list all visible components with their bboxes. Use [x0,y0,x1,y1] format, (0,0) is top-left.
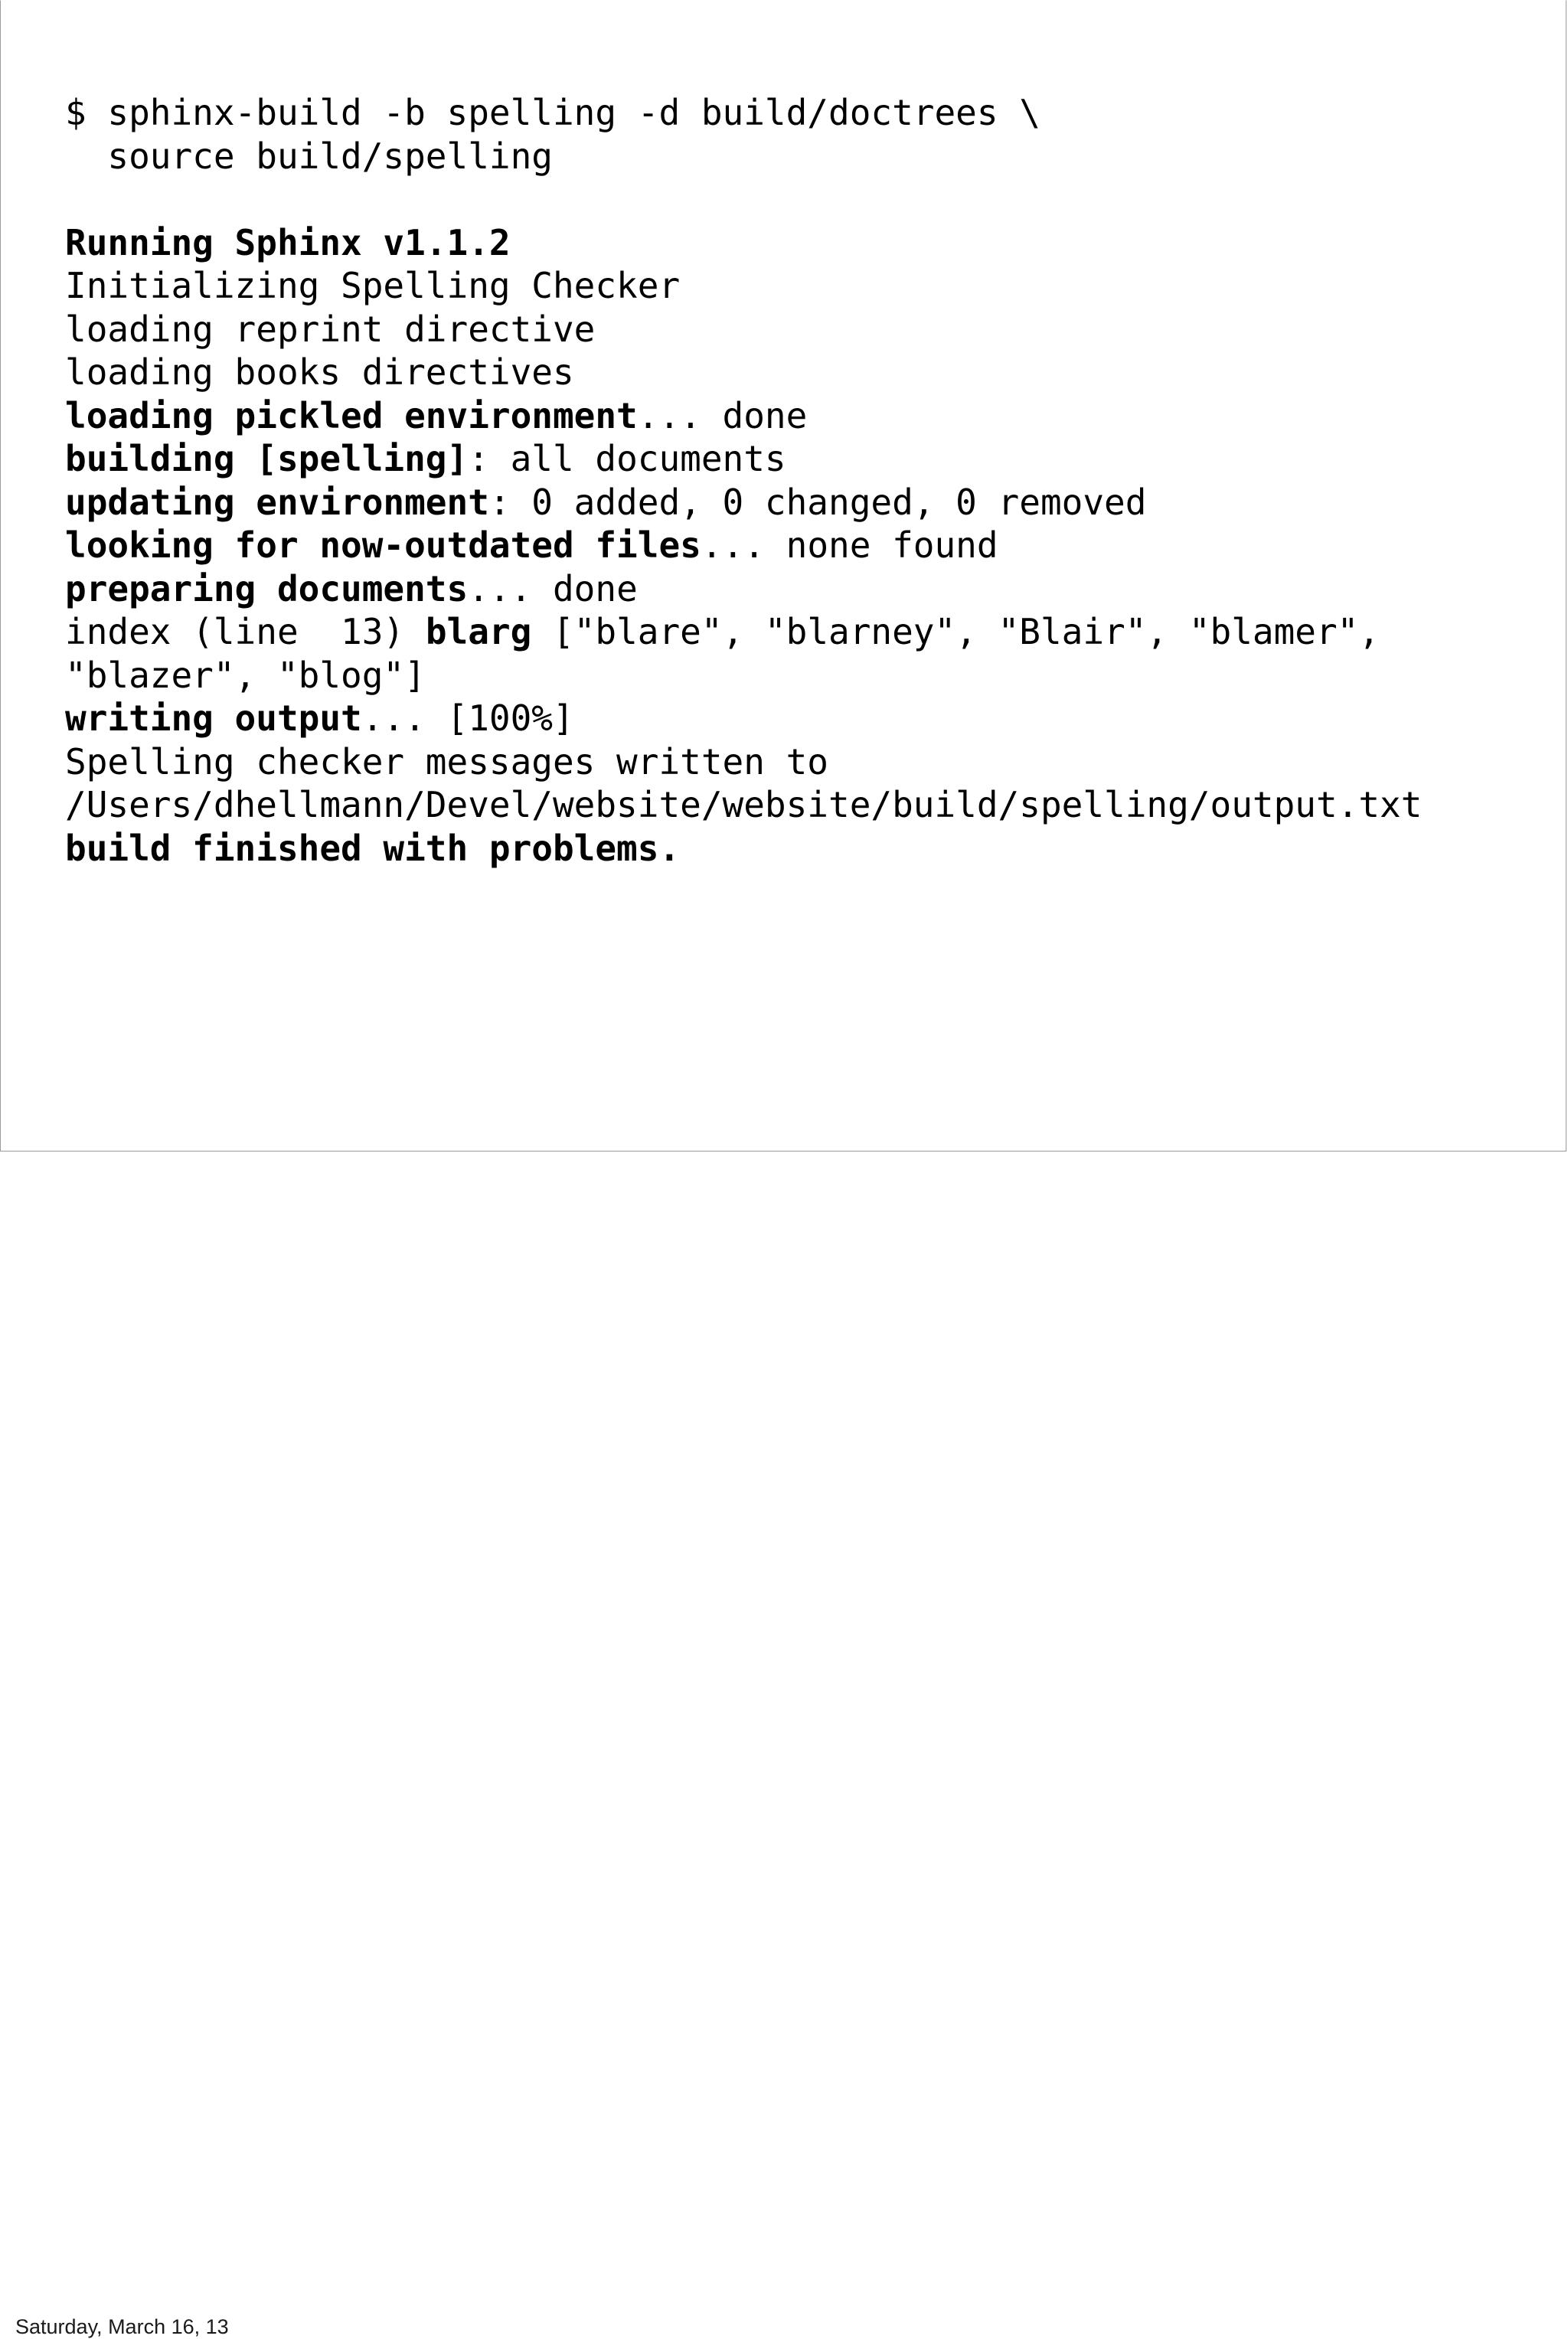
terminal-segment: Initializing Spelling Checker [65,265,681,306]
terminal-segment: ["blare", "blarney", "Blair", "blamer", … [65,611,1401,696]
command-line-2: source build/spelling [65,135,1520,178]
terminal-segment-bold: loading pickled environment [65,394,638,436]
output-loading-reprint-directive: loading reprint directive [65,308,1520,351]
blank-line-1 [65,178,1520,221]
terminal-segment: ... [100%] [361,697,574,739]
output-preparing-documents: preparing documents... done [65,567,1520,611]
terminal-segment: : 0 added, 0 changed, 0 removed [488,481,1147,523]
output-index-misspelling: index (line 13) blarg ["blare", "blarney… [65,610,1520,697]
terminal-segment: : all documents [468,438,786,479]
output-building-spelling: building [spelling]: all documents [65,437,1520,481]
output-running-sphinx: Running Sphinx v1.1.2 [65,221,1520,265]
output-loading-pickled-environment: loading pickled environment... done [65,394,1520,438]
terminal-segment: ... done [468,567,638,609]
command-line-1: $ sphinx-build -b spelling -d build/doct… [65,91,1520,135]
terminal-segment-bold: looking for now-outdated files [65,524,701,566]
terminal-segment: ... none found [701,524,998,566]
output-writing-output: writing output... [100%] [65,697,1520,740]
terminal-segment-bold: blarg [425,611,532,652]
output-loading-books-directives: loading books directives [65,351,1520,394]
output-build-finished-with-problems: build finished with problems. [65,827,1520,871]
terminal-segment-bold: build finished with problems. [65,827,681,869]
terminal-segment: Spelling checker messages written to /Us… [65,740,1423,826]
terminal-segment: $ sphinx-build -b spelling -d build/doct… [65,92,1040,133]
slide-frame: $ sphinx-build -b spelling -d build/doct… [0,0,1566,1152]
footer-date: Saturday, March 16, 13 [15,2315,229,2338]
terminal-segment: index (line 13) [65,611,426,652]
terminal-segment-bold: updating environment [65,481,489,523]
terminal-segment: loading books directives [65,351,574,393]
terminal-segment: source build/spelling [65,135,553,177]
terminal-segment-bold: Running Sphinx v1.1.2 [65,221,511,263]
terminal-segment: ... done [637,394,808,436]
output-initializing-spelling-checker: Initializing Spelling Checker [65,264,1520,308]
slide-footer-bar: Saturday, March 16, 13 [0,1152,1568,2338]
output-updating-environment: updating environment: 0 added, 0 changed… [65,481,1520,524]
output-spelling-messages-path: Spelling checker messages written to /Us… [65,740,1520,827]
terminal-segment-bold: preparing documents [65,567,469,609]
terminal-segment-bold: writing output [65,697,362,739]
output-looking-for-outdated-files: looking for now-outdated files... none f… [65,524,1520,567]
terminal-output-block: $ sphinx-build -b spelling -d build/doct… [65,91,1520,870]
terminal-segment: loading reprint directive [65,308,596,350]
terminal-segment-bold: building [spelling] [65,438,469,479]
